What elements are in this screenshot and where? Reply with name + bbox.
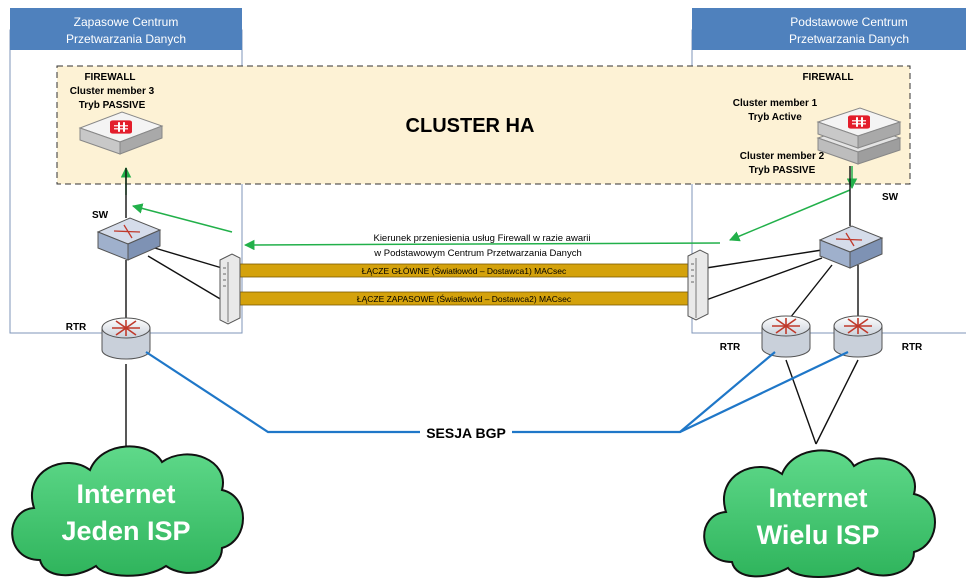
rtr-left-label: RTR — [66, 322, 87, 333]
lan-connections — [125, 166, 859, 455]
failover-note-line1: Kierunek przeniesienia usług Firewall w … — [373, 233, 590, 244]
router-right-2-icon — [833, 315, 883, 358]
wan-link-backup: ŁĄCZE ZAPASOWE (Światłowód – Dostawca2) … — [235, 291, 693, 306]
fw-left-mode: Tryb PASSIVE — [79, 100, 146, 111]
fw-right-member2: Cluster member 2 — [740, 151, 825, 162]
backup-datacenter: Zapasowe Centrum Przetwarzania Danych — [9, 8, 243, 334]
cluster-ha-label: CLUSTER HA — [406, 115, 535, 137]
fw-left-title: FIREWALL — [84, 72, 135, 83]
primary-dc-header — [692, 8, 966, 50]
bgp-session — [145, 351, 849, 434]
rtr-right-label-1: RTR — [720, 342, 741, 353]
cloud-right-icon: Internet Wielu ISP — [703, 449, 936, 578]
fw-right-member1-mode: Tryb Active — [748, 112, 802, 123]
switch-right-icon — [818, 225, 884, 269]
fw-left-member: Cluster member 3 — [70, 86, 155, 97]
transceiver-left-icon — [219, 253, 241, 325]
primary-dc-title-1: Podstawowe Centrum — [790, 15, 907, 29]
bgp-label: SESJA BGP — [426, 425, 506, 441]
primary-dc-title-2: Przetwarzania Danych — [789, 32, 909, 46]
rtr-right-label-2: RTR — [902, 342, 923, 353]
cloud-left-line2: Jeden ISP — [61, 516, 190, 546]
cluster-ha-area: CLUSTER HA — [56, 65, 911, 185]
backup-dc-title-2: Przetwarzania Danych — [66, 32, 186, 46]
switch-left-icon — [96, 217, 162, 261]
backup-dc-title-1: Zapasowe Centrum — [74, 15, 179, 29]
cloud-left-line1: Internet — [76, 479, 175, 509]
firewall-left-icon — [78, 111, 164, 155]
cloud-right-line1: Internet — [768, 483, 867, 513]
sw-left-label: SW — [92, 210, 109, 221]
primary-datacenter: Podstawowe Centrum Przetwarzania Danych — [691, 8, 966, 334]
cloud-left-icon: Internet Jeden ISP — [11, 445, 244, 577]
router-right-1-icon — [761, 315, 811, 358]
fw-right-member1: Cluster member 1 — [733, 98, 818, 109]
fw-right-title: FIREWALL — [802, 72, 853, 83]
backup-dc-header — [10, 8, 242, 50]
transceiver-right-icon — [687, 249, 709, 321]
sw-right-label: SW — [882, 192, 899, 203]
firewall-right-icon — [816, 107, 902, 165]
wan-link-backup-label: ŁĄCZE ZAPASOWE (Światłowód – Dostawca2) … — [357, 293, 572, 304]
fw-right-member2-mode: Tryb PASSIVE — [749, 165, 816, 176]
failover-note-line2: w Podstawowym Centrum Przetwarzania Dany… — [373, 248, 582, 259]
router-left-icon — [101, 317, 151, 360]
cloud-right-line2: Wielu ISP — [757, 520, 880, 550]
wan-link-primary-label: ŁĄCZE GŁÓWNE (Światłowód – Dostawca1) MA… — [362, 265, 567, 276]
wan-link-primary: ŁĄCZE GŁÓWNE (Światłowód – Dostawca1) MA… — [235, 263, 693, 278]
